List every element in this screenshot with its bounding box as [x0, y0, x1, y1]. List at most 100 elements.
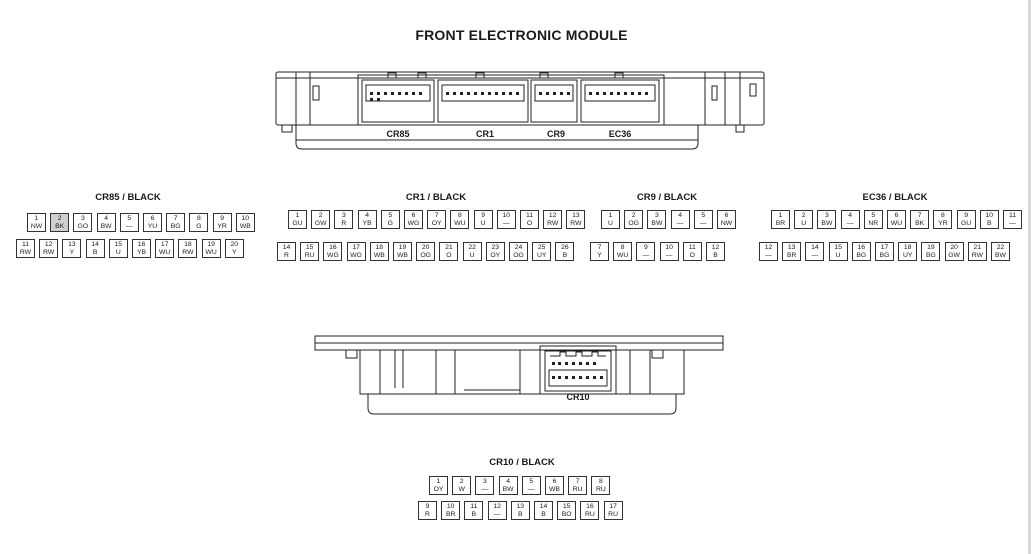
pin-number: 15 [834, 244, 842, 251]
pin-number: 3 [342, 212, 346, 219]
wire-color-code: BG [856, 252, 867, 259]
wire-color-code: BO [561, 511, 572, 518]
pin-number: 20 [230, 241, 239, 248]
pin-ec36-14: 14— [805, 242, 825, 261]
wire-color-code: NW [30, 223, 43, 230]
wire-color-code: RW [547, 220, 559, 227]
wire-color-code: BW [100, 223, 112, 230]
pin-number: 16 [329, 244, 337, 251]
pin-number: 13 [787, 244, 796, 251]
wire-color-code: BW [821, 220, 833, 227]
wire-color-code: R [284, 252, 289, 259]
pin-cr85-5: 5— [119, 213, 139, 232]
pin-number: 1 [608, 212, 613, 219]
pin-cr9-10: 10— [659, 242, 679, 261]
pin-number: 4 [365, 212, 369, 219]
pin-number: 7 [917, 212, 922, 219]
pin-number: 26 [561, 244, 569, 251]
wire-color-code: WU [205, 249, 217, 256]
pin-number: 5 [701, 212, 706, 219]
wire-color-code: G [387, 220, 393, 227]
pin-number: 9 [644, 244, 648, 251]
pin-number: 2 [631, 212, 636, 219]
front-module-top-view [275, 71, 765, 150]
pin-number: 23 [491, 244, 500, 251]
pin-number: 3 [483, 478, 487, 485]
pin-number: 13 [572, 212, 580, 219]
wire-color-code: OG [513, 252, 524, 259]
wire-color-code: — [665, 252, 673, 259]
pin-number: 13 [516, 503, 525, 510]
pin-number: 20 [950, 244, 958, 251]
pin-number: 12 [711, 244, 720, 251]
connector-label-cr10: CR10 [566, 392, 590, 402]
wire-color-code: RW [182, 249, 194, 256]
pin-number: 6 [894, 212, 899, 219]
wire-color-code: BR [786, 252, 797, 259]
pin-number: 16 [137, 241, 146, 248]
wire-color-code: OG [420, 252, 431, 259]
pin-number: 10 [241, 215, 250, 222]
connector-heading-cr1: CR1 / BLACK [405, 192, 467, 203]
wire-color-code: — [1009, 220, 1016, 227]
wire-color-code: RW [43, 249, 55, 256]
pin-number: 4 [506, 478, 510, 485]
pin-number: 4 [678, 212, 682, 219]
pin-number: 19 [927, 244, 935, 251]
pin-cr9-5: 5— [693, 210, 713, 229]
pin-number: 15 [114, 241, 123, 248]
pin-number: 25 [537, 244, 546, 251]
wire-color-code: WG [350, 252, 362, 259]
wire-color-code: UY [536, 252, 547, 259]
pin-number: 8 [941, 212, 945, 219]
pin-number: 13 [68, 241, 76, 248]
pin-number: 2 [801, 212, 806, 219]
wire-color-code: RU [584, 511, 595, 518]
wire-color-code: BW [995, 252, 1006, 259]
wire-color-code: GW [314, 220, 327, 227]
wire-color-code: YR [938, 220, 948, 227]
pin-number: 16 [857, 244, 866, 251]
wire-color-code: YB [362, 220, 372, 227]
pin-number: 17 [880, 244, 889, 251]
wire-color-code: BW [651, 220, 663, 227]
wire-color-code: GO [77, 223, 89, 230]
pin-number: 3 [81, 215, 85, 222]
wire-color-code: OY [433, 486, 444, 493]
pin-number: 19 [398, 244, 407, 251]
wire-color-code: NW [720, 220, 733, 227]
pin-number: 22 [996, 244, 1005, 251]
